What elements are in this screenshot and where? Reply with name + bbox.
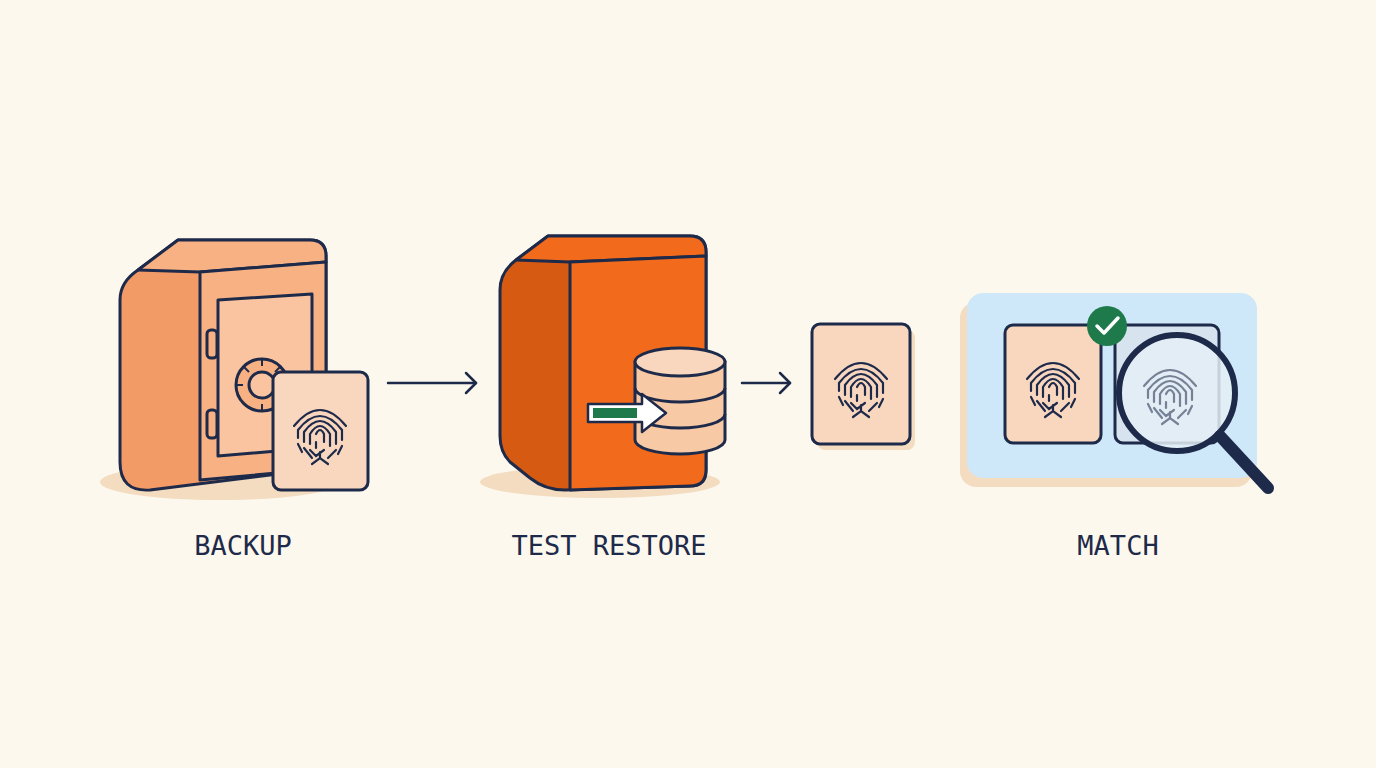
fingerprint-card <box>812 324 915 450</box>
stage-label: MATCH <box>1077 530 1158 562</box>
safe-icon <box>100 240 368 500</box>
restore-stage: TEST RESTORE <box>478 225 740 565</box>
match-panel <box>960 293 1268 488</box>
flow-arrow <box>388 373 476 393</box>
restore-icon <box>480 236 725 498</box>
flow-arrow <box>742 373 790 393</box>
safe-stage: BACKUP <box>103 225 383 565</box>
match-stage: MATCH <box>968 285 1268 565</box>
stage-label: TEST RESTORE <box>511 530 706 562</box>
stage-label: BACKUP <box>194 530 292 562</box>
